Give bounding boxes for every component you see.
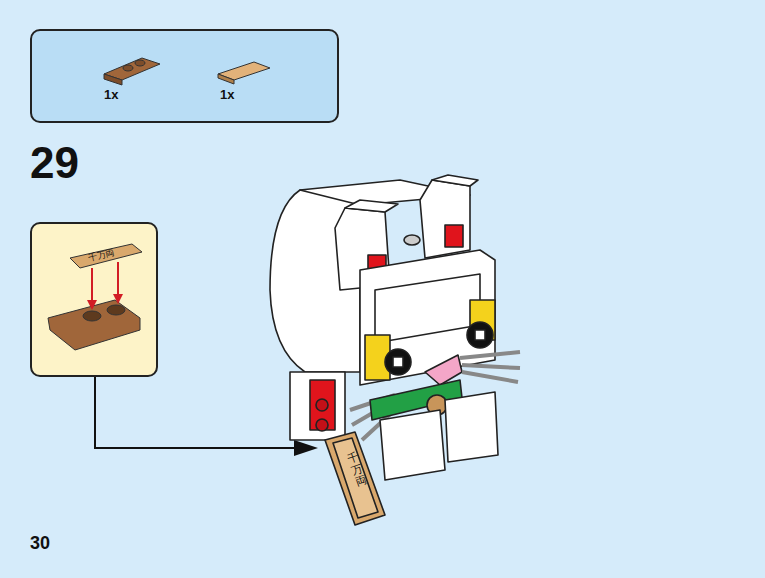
cat-model	[270, 175, 520, 525]
arrowhead	[294, 440, 318, 456]
part-tile	[218, 62, 270, 84]
leader-line	[95, 377, 305, 448]
step-number: 29	[30, 138, 79, 188]
part-plate	[104, 58, 160, 85]
page-number: 30	[30, 533, 50, 554]
parts-panel	[30, 29, 339, 123]
node-text: 1x	[104, 87, 118, 102]
node-text: 1x	[220, 87, 234, 102]
callout-parts	[48, 244, 142, 350]
callout-box	[30, 222, 158, 377]
